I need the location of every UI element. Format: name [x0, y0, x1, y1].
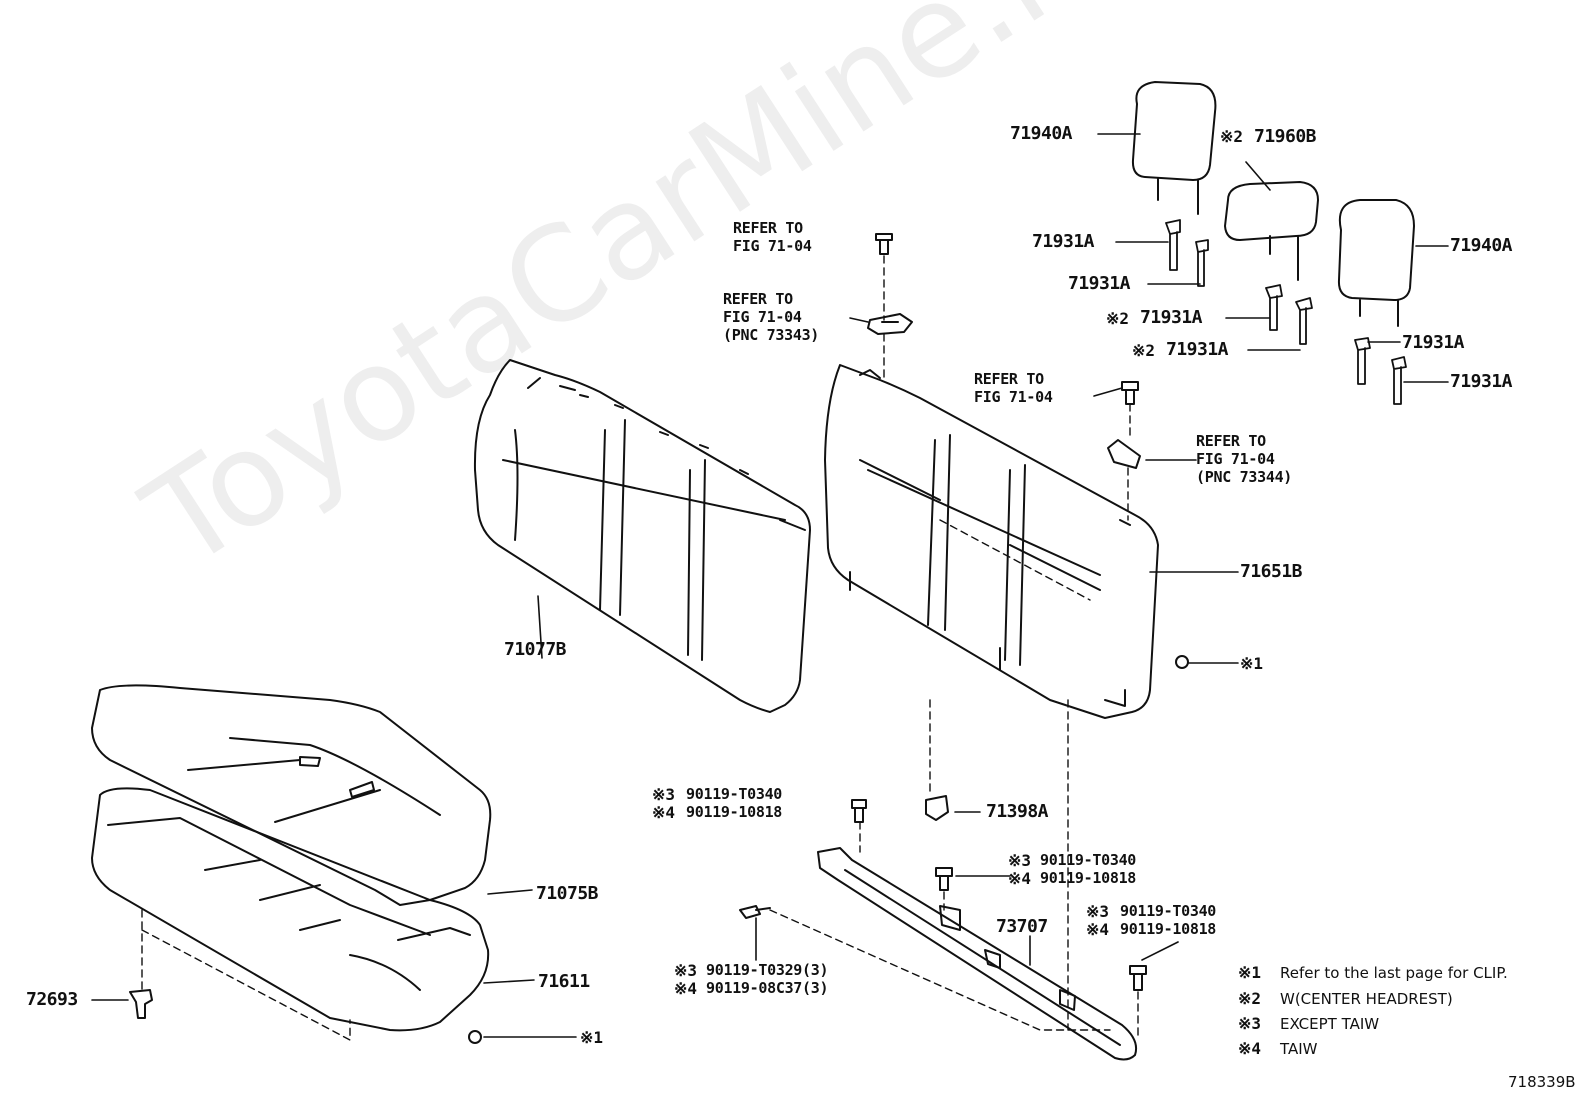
label-headrest-center: 71960B	[1254, 126, 1317, 147]
mark-2-support-4: ※2	[1132, 341, 1156, 360]
refer-bolt-line2: FIG 71-04	[974, 388, 1053, 406]
label-support-6: 71931A	[1450, 371, 1513, 392]
label-support-2: 71931A	[1068, 273, 1131, 294]
bolt-b-except-taiw: 90119-T0340	[1040, 851, 1137, 869]
label-seatback-cover: 71077B	[504, 639, 567, 660]
refer-top-line1: REFER TO	[733, 219, 803, 237]
refer-right-line3: (PNC 73344)	[1196, 468, 1293, 486]
label-headrest-right: 71940A	[1450, 235, 1513, 256]
mark-3-set-d: ※3	[674, 961, 698, 980]
mark-1-frame: ※1	[1240, 654, 1264, 673]
mark-1-cushion: ※1	[580, 1028, 604, 1047]
fastener-drawings	[129, 233, 1189, 1044]
mark-3-set-b: ※3	[1008, 851, 1032, 870]
refer-bolt-line1: REFER TO	[974, 370, 1044, 388]
label-cushion-cover: 71075B	[536, 883, 599, 904]
leader-lines	[91, 133, 1449, 1038]
figure-code: 718339B	[1508, 1073, 1576, 1091]
cushion-pad-drawing	[91, 787, 490, 1032]
mark-3-set-a: ※3	[652, 785, 676, 804]
label-headrest-left: 71940A	[1010, 123, 1073, 144]
seatback-cover-drawing	[473, 359, 811, 713]
mark-2-support-3: ※2	[1106, 309, 1130, 328]
mark-3-set-c: ※3	[1086, 902, 1110, 921]
legend-note-2: W(CENTER HEADREST)	[1280, 990, 1453, 1008]
refer-right-line2: FIG 71-04	[1196, 450, 1275, 468]
label-support-1: 71931A	[1032, 231, 1095, 252]
legend-mark-4: ※4	[1238, 1039, 1262, 1058]
refer-mid-line1: REFER TO	[723, 290, 793, 308]
mark-4-set-d: ※4	[674, 979, 698, 998]
seatback-frame-drawing	[824, 364, 1159, 719]
label-cushion-pad: 71611	[538, 971, 590, 992]
headrest-center-drawing	[1224, 181, 1319, 281]
bolt-d-taiw: 90119-08C37(3)	[706, 979, 829, 997]
legend-note-1: Refer to the last page for CLIP.	[1280, 964, 1508, 982]
label-clip-71398: 71398A	[986, 801, 1049, 822]
bolt-c-except-taiw: 90119-T0340	[1120, 902, 1217, 920]
refer-mid-line2: FIG 71-04	[723, 308, 802, 326]
mark-4-set-b: ※4	[1008, 869, 1032, 888]
label-hinge-73707: 73707	[996, 916, 1048, 937]
bolt-a-taiw: 90119-10818	[686, 803, 783, 821]
mark-2-headrest-center: ※2	[1220, 127, 1244, 146]
assembly-dashed-lines	[141, 255, 1139, 1041]
label-clip-72693: 72693	[26, 989, 78, 1010]
label-support-3: 71931A	[1140, 307, 1203, 328]
refer-right-line1: REFER TO	[1196, 432, 1266, 450]
legend-mark-3: ※3	[1238, 1014, 1262, 1033]
seat-cushion-drawing	[91, 684, 492, 906]
bolt-a-except-taiw: 90119-T0340	[686, 785, 783, 803]
bolt-b-taiw: 90119-10818	[1040, 869, 1137, 887]
refer-mid-line3: (PNC 73343)	[723, 326, 820, 344]
legend-mark-1: ※1	[1238, 963, 1262, 982]
headrest-left-drawing	[1131, 81, 1217, 215]
legend-mark-2: ※2	[1238, 989, 1262, 1008]
bolt-d-except-taiw: 90119-T0329(3)	[706, 961, 829, 979]
legend-note-3: EXCEPT TAIW	[1280, 1015, 1380, 1033]
label-support-5: 71931A	[1402, 332, 1465, 353]
label-seatback-frame: 71651B	[1240, 561, 1303, 582]
mark-4-set-c: ※4	[1086, 920, 1110, 939]
support-drawings	[1165, 219, 1407, 405]
headrest-right-drawing	[1337, 199, 1415, 327]
refer-top-line2: FIG 71-04	[733, 237, 812, 255]
hinge-bar-drawing	[817, 847, 1138, 1061]
bolt-c-taiw: 90119-10818	[1120, 920, 1217, 938]
mark-4-set-a: ※4	[652, 803, 676, 822]
label-support-4: 71931A	[1166, 339, 1229, 360]
legend-note-4: TAIW	[1280, 1040, 1318, 1058]
